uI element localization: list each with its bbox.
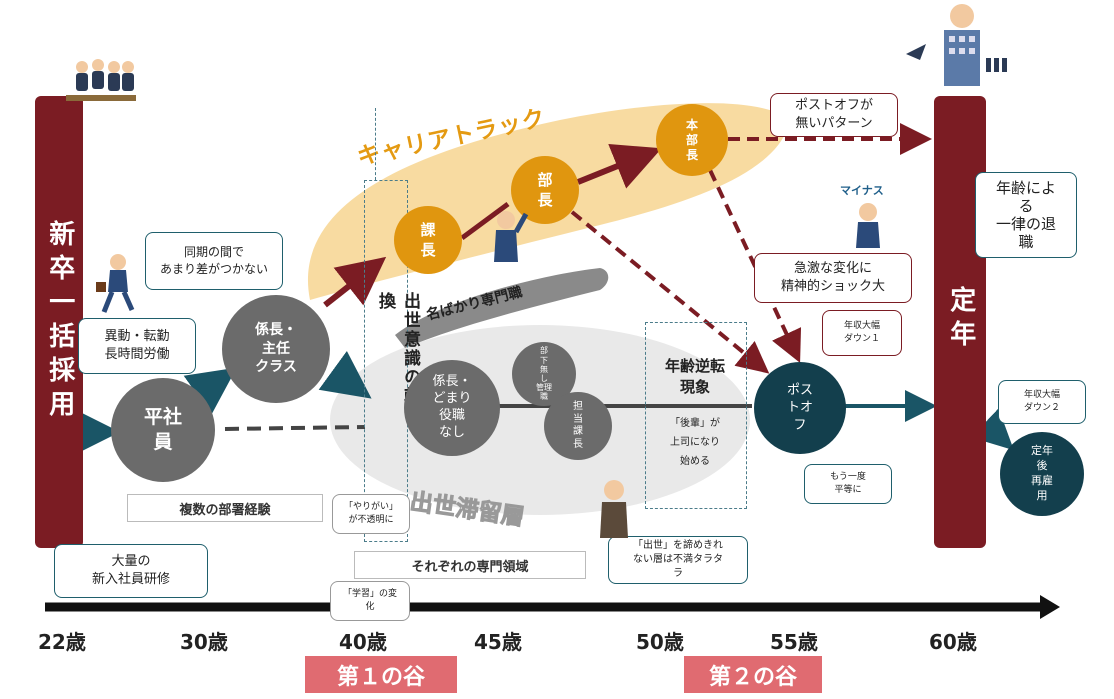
age-45: 45歳 xyxy=(474,630,522,654)
training-callout: 大量の 新入社員研修 xyxy=(54,544,208,598)
ichiritsu-callout: 年齢によ る 一律の退 職 xyxy=(975,172,1077,258)
age-40: 40歳 xyxy=(339,630,387,654)
nenrei-gyakuten-label: 年齢逆転 現象 xyxy=(664,357,725,396)
ishiki-tenkan-guide xyxy=(375,108,376,180)
kohai-label: 「後輩」が 上司になり 始める xyxy=(670,418,720,467)
arrow-kakari-to-stagnation xyxy=(318,350,372,399)
nenrei-gyakuten-box xyxy=(645,322,747,509)
kakaricho-domari-circle: 係長・ どまり 役職 なし xyxy=(404,360,500,456)
no-postoff-callout: ポストオフが 無いパターン xyxy=(770,93,898,137)
yarigai-callout: 「やりがい」 が不透明に xyxy=(332,494,410,534)
shock-callout: 急激な変化に 精神的ショック大 xyxy=(754,253,912,303)
nenshu-down2-callout: 年収大幅 ダウン２ xyxy=(998,380,1086,424)
postoff-circle: ポス トオ フ xyxy=(754,362,846,454)
hirashain-label: 平社 員 xyxy=(143,406,182,453)
teinen-bar: 定年 xyxy=(934,96,986,548)
promoted-employee-illustration xyxy=(494,211,529,262)
bucho-circle: 部 長 xyxy=(511,156,579,224)
executive-building-illustration xyxy=(906,4,1007,86)
age-22: 22歳 xyxy=(38,630,86,654)
specialty-box: それぞれの専門領域 xyxy=(354,551,586,579)
kakaricho-domari-label: 係長・ どまり 役職 なし xyxy=(432,374,472,440)
hirashain-circle: 平社 員 xyxy=(111,378,215,482)
kacho-circle: 課 長 xyxy=(394,206,462,274)
peers-callout: 同期の間で あまり差がつかない xyxy=(145,232,283,290)
moichido-callout: もう一度 平等に xyxy=(804,464,892,504)
dissatisfied-employee-illustration xyxy=(600,480,628,538)
teinen-saikoyo-circle: 定年 後 再雇 用 xyxy=(1000,432,1084,516)
bucho-label: 部 長 xyxy=(537,170,553,209)
honbucho-circle: 本 部 長 xyxy=(656,104,728,176)
departments-box: 複数の部署経験 xyxy=(127,494,323,522)
arrow-hira-to-kakari xyxy=(183,367,237,415)
kacho-label: 課 長 xyxy=(420,220,436,259)
worried-employee-illustration: マイナス xyxy=(840,184,884,248)
dashed-hira-to-40 xyxy=(224,425,366,431)
tanto-kacho-label: 担 当 課 長 xyxy=(573,401,583,450)
new-employees-illustration xyxy=(66,59,136,101)
shinsotsu-label: 新卒一括採用 xyxy=(44,220,75,424)
postoff-label: ポス トオ フ xyxy=(786,382,813,433)
teinen-label: 定年 xyxy=(945,286,976,354)
kakaricho-shunin-circle: 係長・ 主任 クラス xyxy=(222,295,330,403)
buka-nashi-label: 部 下 無 し 管理 職 xyxy=(536,346,552,402)
running-employee-illustration xyxy=(96,254,135,313)
nenshu-down1-callout: 年収大幅 ダウン１ xyxy=(822,310,902,356)
timeline-arrowhead xyxy=(1040,595,1060,619)
dashed-honbucho-to-postoff xyxy=(708,169,802,363)
age-50: 50歳 xyxy=(636,630,684,654)
teinen-saikoyo-label: 定年 後 再雇 用 xyxy=(1031,444,1053,502)
kakaricho-shunin-label: 係長・ 主任 クラス xyxy=(255,321,297,376)
transfer-callout: 異動・転勤 長時間労働 xyxy=(78,318,196,374)
age-30: 30歳 xyxy=(180,630,228,654)
shusse-akirame-callout: 「出世」を諦めきれ ない層は不満タラタ ラ xyxy=(608,536,748,584)
gakushu-callout: 「学習」の変 化 xyxy=(330,581,410,621)
dashed-bucho-to-postoff xyxy=(570,210,770,374)
arrow-kacho-to-bucho xyxy=(460,201,510,241)
shinsotsu-bar: 新卒一括採用 xyxy=(35,96,83,548)
nabakari-banner xyxy=(395,268,609,348)
ishiki-tenkan-box xyxy=(364,180,408,542)
age-60: 60歳 xyxy=(929,630,977,654)
age-55: 55歳 xyxy=(770,630,818,654)
valley-2: 第２の谷 xyxy=(684,656,822,693)
arrow-teinen-to-saikoyo xyxy=(971,408,1014,451)
arrow-bucho-to-honbucho xyxy=(576,143,662,189)
tanto-kacho-circle: 担 当 課 長 xyxy=(544,392,612,460)
svg-text:マイナス: マイナス xyxy=(840,184,884,197)
valley-1: 第１の谷 xyxy=(305,656,457,693)
honbucho-label: 本 部 長 xyxy=(685,117,698,162)
